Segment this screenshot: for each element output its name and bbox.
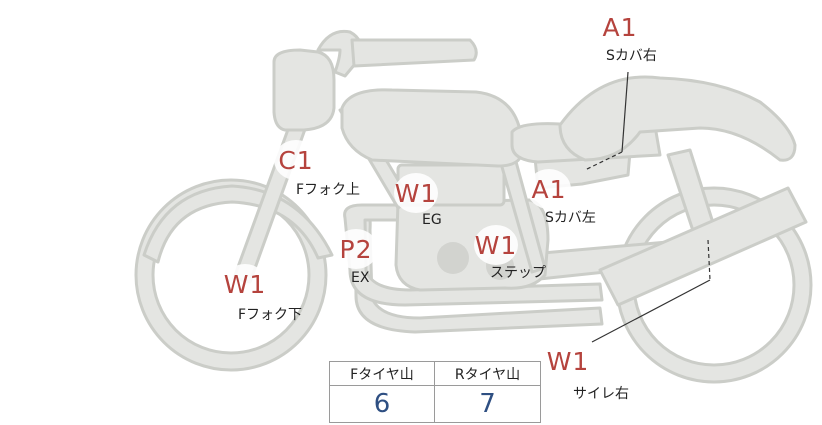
engine-cover — [437, 242, 469, 274]
label-silencer-right: サイレ右 — [573, 386, 629, 402]
label-step: ステップ — [490, 265, 546, 281]
marker-s-cover-right: A1 — [598, 7, 642, 47]
label-s-cover-left: Sカバ左 — [545, 210, 596, 226]
label-front-fork-upper: Fフォク上 — [296, 182, 361, 198]
rear-tire-header: Rタイヤ山 — [435, 362, 540, 386]
tire-tread-table: Fタイヤ山 Rタイヤ山 6 7 — [329, 361, 541, 423]
marker-engine: W1 — [394, 173, 438, 213]
label-s-cover-right: Sカバ右 — [606, 48, 657, 64]
marker-front-fork-upper: C1 — [274, 140, 318, 180]
front-tire-header: Fタイヤ山 — [330, 362, 435, 386]
label-engine: EG — [422, 212, 442, 228]
front-tire-value: 6 — [330, 386, 435, 422]
marker-s-cover-left: A1 — [527, 169, 571, 209]
marker-exhaust: P2 — [334, 229, 378, 269]
rear-tire-value: 7 — [479, 389, 496, 419]
seat — [558, 75, 797, 162]
exhaust-pipe-upper — [343, 203, 604, 307]
front-fender — [142, 184, 334, 264]
label-front-fork-lower: Fフォク下 — [238, 307, 303, 323]
marker-front-fork-lower: W1 — [223, 264, 267, 304]
headlight — [272, 48, 336, 132]
fuel-tank — [340, 88, 522, 168]
label-exhaust: EX — [351, 270, 370, 286]
leader-line-s-cover-right — [621, 71, 629, 153]
handlebar-grip — [350, 38, 478, 68]
muffler — [598, 186, 808, 307]
marker-step: W1 — [474, 225, 518, 265]
marker-silencer-right: W1 — [546, 341, 590, 381]
